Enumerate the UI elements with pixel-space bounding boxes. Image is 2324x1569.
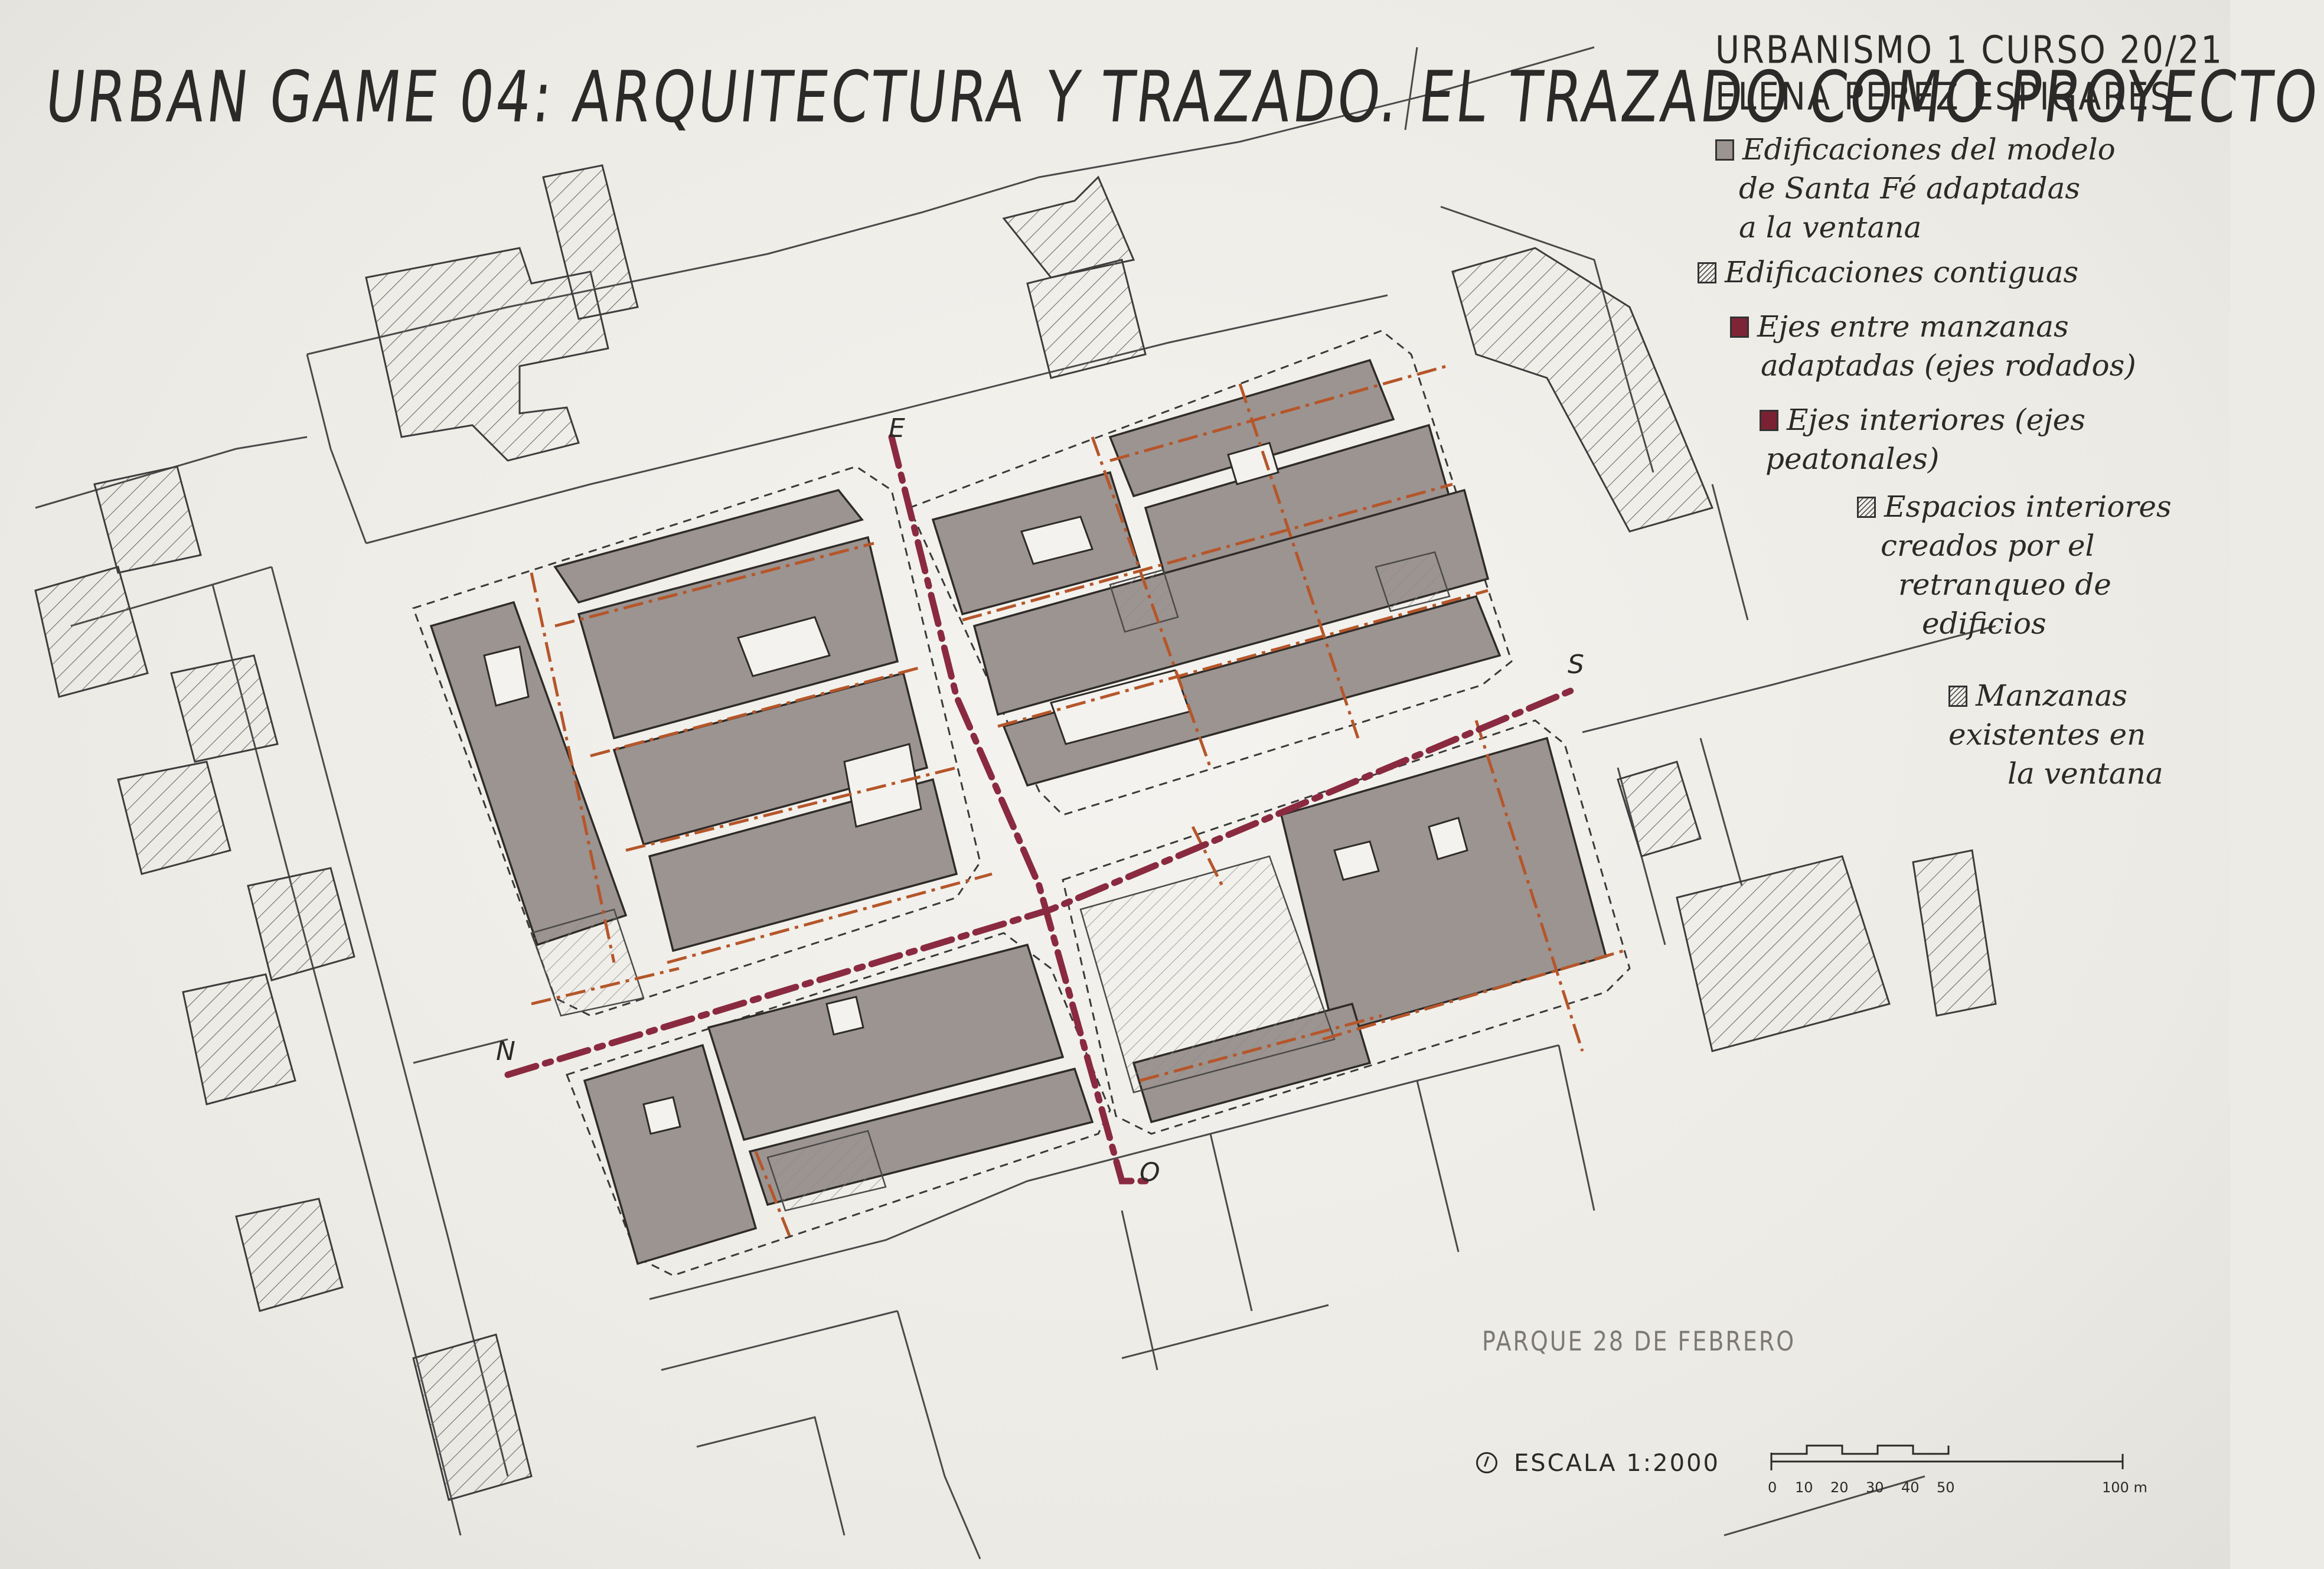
main-axes	[504, 433, 1574, 1185]
axis-label-west: O	[1140, 1157, 1160, 1188]
adapted-buildings	[429, 358, 1608, 1265]
legend-item-existing-blocks: Manzanas existentes en la ventana	[1948, 679, 2163, 791]
scale-bar	[1770, 1444, 2124, 1470]
scale-tick: 10	[1795, 1479, 1813, 1496]
legend-item-interior-spaces: Espacios interiores creados por el retra…	[1857, 487, 2172, 643]
legend-swatch-red	[1760, 410, 1778, 431]
inner-axes	[530, 364, 1624, 1241]
legend-swatch-hatch	[1698, 262, 1716, 283]
scale-label: ESCALA 1:2000	[1476, 1450, 1720, 1477]
axis-label-south: S	[1568, 650, 1584, 680]
axis-label-north: N	[496, 1036, 515, 1066]
scale-tick: 40	[1901, 1479, 1920, 1496]
legend-item-vehicular-axes: Ejes entre manzanas adaptadas (ejes roda…	[1730, 307, 2136, 385]
course-label: URBANISMO 1 CURSO 20/21	[1715, 28, 2224, 73]
legend-item-adapted-buildings: Edificaciones del modelo de Santa Fé ada…	[1715, 130, 2116, 247]
legend-swatch-crimson	[1730, 317, 1749, 338]
legend-item-adjacent-buildings: Edificaciones contiguas	[1698, 253, 2078, 292]
scale-tick: 30	[1866, 1479, 1884, 1496]
scale-tick: 100 m	[2102, 1479, 2147, 1496]
author-name: ELENA PEREZ ESPIGARES	[1715, 75, 2173, 119]
north-arrow-icon	[1476, 1452, 1497, 1473]
urban-plan-map	[34, 46, 2124, 1560]
interior-spaces-hatched	[530, 551, 1451, 1212]
courtyards	[483, 442, 1468, 1135]
legend-item-pedestrian-axes: Ejes interiores (ejes peatonales)	[1760, 400, 2085, 478]
legend-swatch-hatch	[1948, 686, 1967, 707]
author-block: URBANISMO 1 CURSO 20/21 ELENA PEREZ ESPI…	[1715, 28, 2224, 122]
park-label: PARQUE 28 DE FEBRERO	[1482, 1326, 1796, 1357]
scale-tick: 50	[1937, 1479, 1955, 1496]
axis-label-east: E	[889, 413, 905, 443]
legend-swatch-hatch	[1857, 497, 1876, 518]
legend-swatch-gray	[1715, 139, 1734, 161]
adjacent-buildings	[34, 164, 1997, 1501]
scale-tick: 0	[1768, 1479, 1777, 1496]
scale-tick: 20	[1830, 1479, 1849, 1496]
